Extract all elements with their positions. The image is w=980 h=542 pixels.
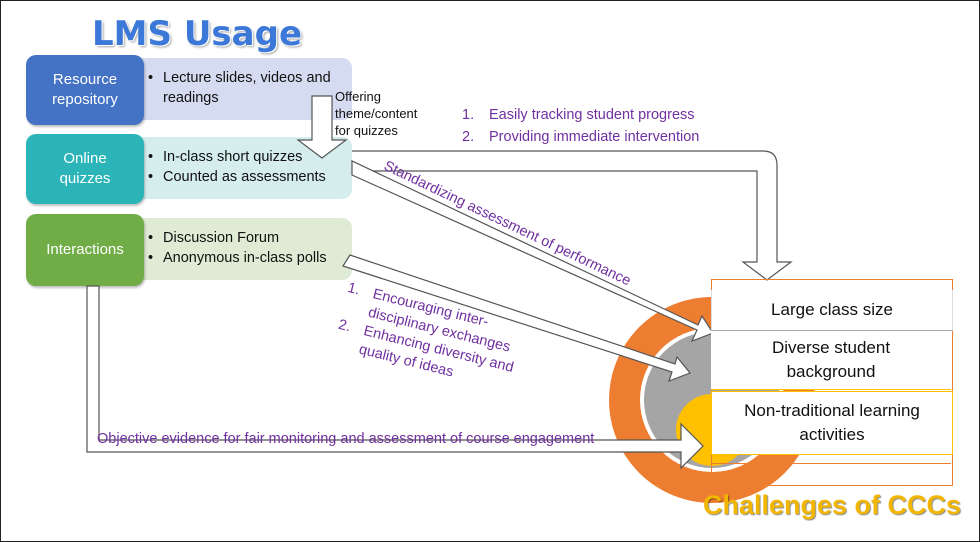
interactions-bullet: Anonymous in-class polls [148,248,353,268]
offering-note: Offering theme/content for quizzes [335,88,425,139]
challenge-non-traditional: Non-traditional learning activities [711,391,953,455]
interactions-panel: Discussion Forum Anonymous in-class poll… [130,218,352,280]
interactions-box: Interactions [26,214,144,286]
standardizing-arrow [351,160,714,343]
challenge-diverse-background: Diverse student background [711,331,951,390]
diagram-title: LMS Usage [92,14,303,54]
quiz-benefit-item: 1. Easily tracking student progress [462,104,699,126]
challenge-text: Diverse student background [771,338,891,381]
challenges-title: Challenges of CCCs [703,490,962,520]
challenge-bottom-line [711,463,951,464]
resource-repository-label: Resource repository [52,71,118,108]
quiz-tracking-arrow [352,150,793,281]
online-quizzes-box: Online quizzes [26,134,144,204]
challenge-large-class: Large class size [711,290,953,331]
quiz-benefit-item: 2. Providing immediate intervention [462,126,699,148]
interactions-bullet: Discussion Forum [148,228,353,248]
quiz-benefit-number: 2. [462,129,475,145]
resource-repository-box: Resource repository [26,55,144,125]
offering-note-text: Offering theme/content for quizzes [335,89,418,138]
quiz-benefit-text: Easily tracking student progress [489,107,695,123]
online-quizzes-label: Online quizzes [59,150,111,187]
challenge-text: Non-traditional learning activities [744,401,920,444]
interactions-arrow [342,254,691,383]
offering-arrow [296,95,348,159]
challenge-text: Large class size [771,300,893,319]
interactions-label: Interactions [46,241,124,258]
quiz-benefit-number: 1. [462,107,475,123]
engagement-label: Objective evidence for fair monitoring a… [97,431,595,447]
online-quizzes-bullet: Counted as assessments [148,167,348,187]
online-quizzes-bullet: In-class short quizzes [148,147,348,167]
resource-repository-panel: Lecture slides, videos and readings [130,58,352,120]
quiz-benefits-list: 1. Easily tracking student progress 2. Pro… [462,104,699,148]
engagement-arrow [86,285,704,470]
quiz-benefit-text: Providing immediate intervention [489,129,700,145]
resource-repository-bullet: Lecture slides, videos and readings [148,68,348,108]
